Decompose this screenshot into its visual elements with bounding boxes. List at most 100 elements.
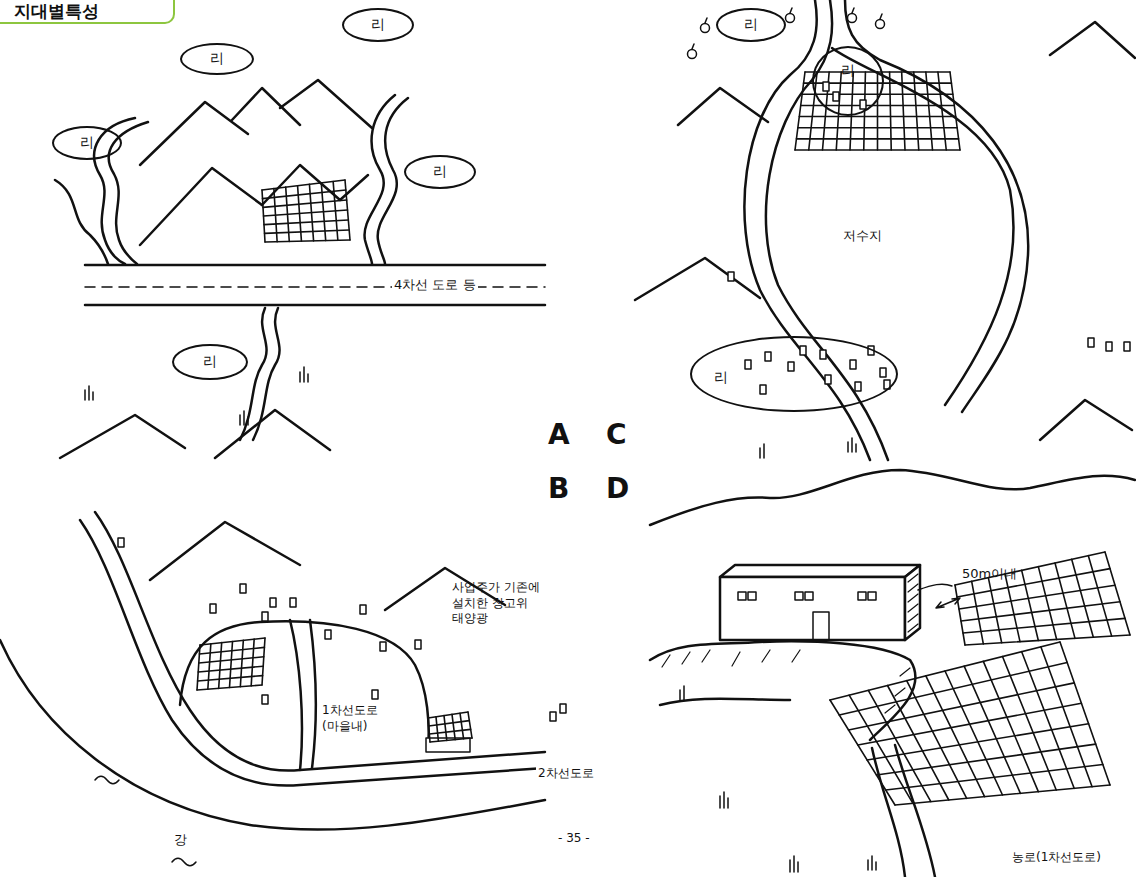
- section-title: 지대별특성: [14, 0, 99, 23]
- grid-line: [429, 721, 470, 726]
- grid-line: [468, 712, 472, 738]
- house-icon: [880, 368, 886, 377]
- grid-line: [1072, 559, 1094, 637]
- grid-line: [452, 714, 455, 739]
- reservoir-label: 저수지: [843, 228, 882, 244]
- village-label: 리: [210, 50, 224, 68]
- tree-icon: [880, 14, 882, 19]
- house-icon: [820, 350, 826, 359]
- grid-line: [460, 713, 464, 739]
- grid-line: [197, 645, 200, 690]
- village-label: 리: [80, 134, 94, 152]
- grid-line: [805, 71, 950, 73]
- grid-line: [444, 716, 447, 741]
- grid-line: [795, 149, 960, 151]
- house-icon: [270, 598, 276, 607]
- grid-line: [219, 643, 222, 689]
- house-icon: [850, 360, 856, 369]
- house-icon: [372, 690, 378, 699]
- house-icon: [325, 630, 331, 639]
- panel-c-sketch: [635, 0, 1135, 460]
- grid-line: [963, 618, 1125, 633]
- village-label: 리: [744, 16, 758, 34]
- tree-icon: [701, 24, 710, 33]
- grid-line: [830, 700, 895, 805]
- grid-line: [1041, 647, 1092, 787]
- house-icon: [825, 375, 831, 384]
- house-icon: [760, 385, 766, 394]
- house-icon: [860, 100, 866, 109]
- grid-line: [1055, 563, 1075, 638]
- tree-icon: [852, 8, 854, 13]
- grid-line: [1088, 556, 1111, 636]
- panel-letter: A: [548, 418, 570, 452]
- panel-b-sketch: [0, 512, 545, 866]
- grid-line: [436, 717, 438, 741]
- house-icon: [800, 346, 806, 355]
- house-icon: [560, 704, 566, 713]
- grid-line: [240, 640, 243, 686]
- grid-line: [849, 683, 1075, 730]
- house-icon: [788, 362, 794, 371]
- house-icon: [833, 92, 839, 101]
- village-ellipse: 리: [52, 126, 122, 160]
- house-icon: [1124, 342, 1130, 351]
- house-icon: [765, 352, 771, 361]
- grid-line: [1003, 657, 1057, 791]
- grid-line: [265, 240, 350, 242]
- page-number: - 35 -: [558, 831, 590, 845]
- road-label: 농로(1차선도로): [1012, 850, 1101, 864]
- panel-letter: D: [606, 472, 629, 506]
- house-icon: [884, 380, 890, 389]
- tree-icon: [692, 44, 694, 49]
- grid-line: [798, 127, 957, 129]
- grid-line: [839, 662, 1067, 715]
- grid-line: [198, 666, 263, 672]
- note-label: 사업주가 기존에 설치한 창고위 태양광: [452, 580, 548, 627]
- house-icon: [1106, 342, 1112, 351]
- grid-line: [886, 765, 1103, 790]
- grid-line: [858, 703, 1082, 745]
- solar-panel-grid: [197, 638, 265, 690]
- tree-icon: [848, 14, 857, 23]
- house-icon: [1088, 338, 1094, 347]
- tree-icon: [876, 20, 885, 29]
- village-ellipse: 리: [812, 46, 884, 116]
- section-tab: 지대별특성: [0, 0, 175, 24]
- grid-line: [1038, 567, 1056, 640]
- village-ellipse: 리: [404, 155, 476, 189]
- tree-icon: [786, 14, 795, 23]
- house-icon: [868, 346, 874, 355]
- grid-line: [1060, 642, 1110, 785]
- village-label: 리: [203, 353, 217, 371]
- house-icon: [262, 612, 268, 621]
- village-ellipse: 리: [716, 8, 786, 42]
- solar-panel-grid: [428, 712, 472, 742]
- grid-line: [801, 105, 955, 107]
- grid-line: [429, 729, 470, 734]
- grid-line: [430, 738, 472, 742]
- river-label: 강: [174, 832, 187, 848]
- village-label: 리: [714, 369, 728, 387]
- grid-line: [988, 578, 1001, 643]
- grid-line: [876, 744, 1095, 775]
- grid-line: [264, 220, 348, 225]
- village-ellipse: 리: [180, 43, 254, 75]
- road-label: 1차선도로 (마을내): [322, 703, 394, 734]
- grid-line: [264, 210, 348, 216]
- village-ellipse: 리: [172, 344, 248, 380]
- grid-line: [972, 581, 984, 644]
- distance-label: 50m이내: [962, 566, 1017, 582]
- grid-line: [199, 657, 264, 663]
- solar-panel-grid: [955, 552, 1130, 645]
- grid-line: [251, 639, 254, 686]
- road-label: 2차선도로: [536, 766, 596, 780]
- grid-line: [965, 635, 1130, 645]
- grid-line: [1022, 570, 1039, 640]
- grid-line: [867, 724, 1088, 760]
- house-icon: [290, 598, 296, 607]
- grid-line: [1022, 652, 1074, 789]
- grid-line: [428, 718, 430, 742]
- panel-d-sketch: [650, 470, 1135, 877]
- grid-line: [955, 552, 1105, 585]
